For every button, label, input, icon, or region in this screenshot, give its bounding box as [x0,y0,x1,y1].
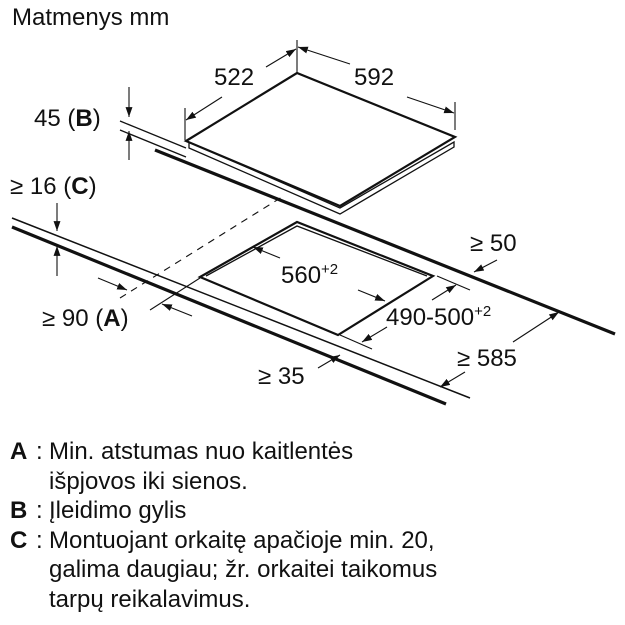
legend-item-c: C: Montuojant orkaitę apačioje min. 20, … [10,526,438,613]
legend-item-b: B: Įleidimo gylis [10,497,187,524]
legend: A: Min. atstumas nuo kaitlentės išpjovos… [10,437,437,614]
dimension-490-500 [339,275,471,350]
label-hob-depth: 522 [214,64,255,91]
dimension-522 [184,40,298,140]
label-depth-b: 45 (B) [34,105,101,132]
dimension-50-arrow [473,259,498,273]
dimension-560 [252,246,386,302]
cutout-outline [197,220,436,337]
label-rear-clearance: ≥ 50 [470,230,517,257]
hob-outline [183,71,458,215]
label-hob-width: 592 [354,64,395,91]
label-cutout-depth: 490-500+2 [386,303,492,331]
dimension-585 [439,311,560,388]
label-depth-c: ≥ 16 (C) [10,173,97,200]
dimension-592 [297,46,456,130]
page-title: Matmenys mm [12,4,170,31]
label-cutout-width: 560+2 [281,261,339,289]
legend-item-a: A: Min. atstumas nuo kaitlentės išpjovos… [10,438,354,495]
dimension-a [97,277,193,317]
dimension-35-arrow [317,354,341,369]
label-front-clearance: ≥ 35 [258,363,305,390]
label-clearance-a: ≥ 90 (A) [42,305,129,332]
label-worktop-depth: ≥ 585 [457,345,517,372]
front-worktop-edge [11,217,471,406]
